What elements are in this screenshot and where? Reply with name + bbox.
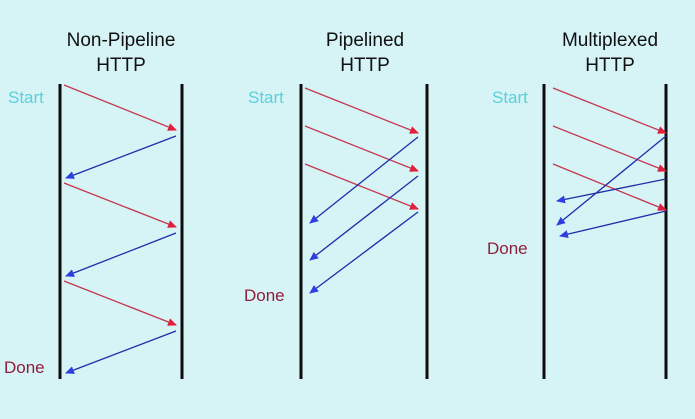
request-arrow (304, 87, 419, 134)
request-arrow (552, 125, 667, 172)
response-arrow (556, 178, 667, 204)
request-arrow (63, 182, 177, 228)
done-label: Done (4, 358, 45, 377)
panel-title-line-1: Non-Pipeline (67, 30, 176, 51)
done-label: Done (487, 239, 528, 258)
start-label: Start (8, 88, 44, 107)
panel-title-line-1: Multiplexed (562, 30, 658, 51)
response-arrow (65, 330, 177, 374)
request-arrow (304, 125, 419, 172)
panel-non-pipeline: Non-Pipeline HTTP Start Done (4, 30, 184, 379)
panel-title-line-1: Pipelined (326, 30, 404, 51)
request-arrow (552, 163, 667, 211)
panel-title-line-2: HTTP (585, 55, 635, 76)
response-arrow (559, 210, 667, 239)
response-arrow (556, 135, 667, 226)
response-arrow (309, 211, 419, 294)
response-arrow (309, 175, 419, 261)
response-arrow (65, 232, 177, 277)
start-label: Start (248, 88, 284, 107)
start-label: Start (492, 88, 528, 107)
request-arrow (552, 87, 667, 134)
response-arrow (65, 135, 177, 179)
request-arrow (304, 163, 419, 210)
panel-title-line-2: HTTP (96, 55, 146, 76)
panel-pipelined: Pipelined HTTP Start Done (244, 30, 429, 379)
request-arrow (63, 280, 177, 326)
request-arrow (63, 84, 177, 131)
panel-title-line-2: HTTP (340, 55, 390, 76)
panel-multiplexed: Multiplexed HTTP Start Done (487, 30, 668, 379)
response-arrow (309, 136, 419, 224)
done-label: Done (244, 286, 285, 305)
